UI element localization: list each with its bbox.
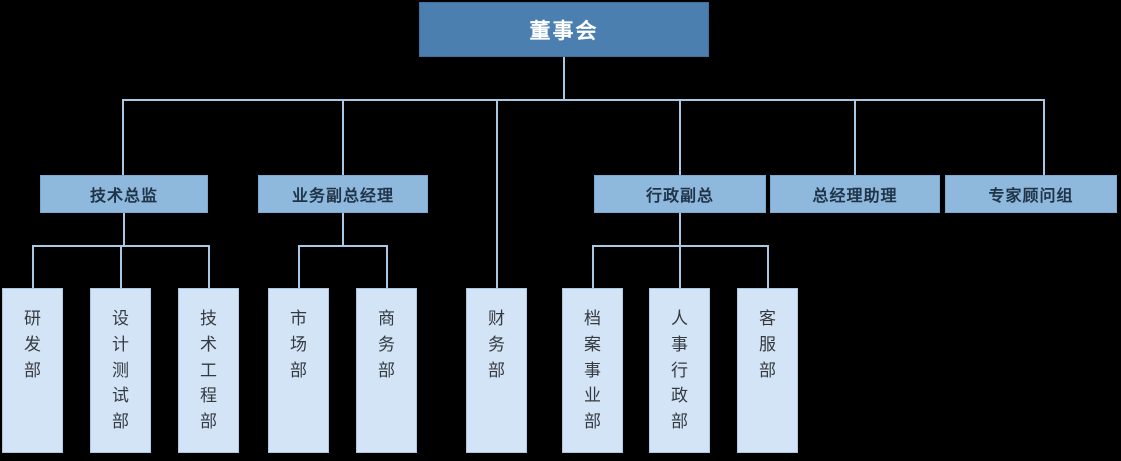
connector-drop-business-vp xyxy=(342,99,344,175)
node-archive-div-label: 档案事业部 xyxy=(584,309,601,433)
node-service-dept[interactable]: 客服部 xyxy=(737,288,798,453)
node-rd-dept-label: 研发部 xyxy=(24,309,41,381)
connector-drop-tech-director xyxy=(122,99,124,175)
node-market-dept[interactable]: 市场部 xyxy=(268,288,329,453)
connector-drop-expert-group xyxy=(1043,99,1045,175)
node-design-test-dept-label: 设计测试部 xyxy=(112,309,129,433)
connector-drop-finance-dept xyxy=(496,99,498,288)
node-archive-div[interactable]: 档案事业部 xyxy=(562,288,623,453)
connector-business-vp-bus xyxy=(298,245,388,247)
node-business-vp-label: 业务副总经理 xyxy=(291,186,394,205)
connector-drop-rd-dept xyxy=(32,245,34,288)
connector-board-stem xyxy=(563,57,565,100)
connector-business-vp-stem xyxy=(342,213,344,246)
node-admin-vp[interactable]: 行政副总 xyxy=(594,175,766,213)
connector-drop-commerce-dept xyxy=(386,245,388,288)
node-tech-eng-dept-label: 技术工程部 xyxy=(200,309,217,433)
node-hr-admin-dept[interactable]: 人事行政部 xyxy=(649,288,710,453)
node-board-label: 董事会 xyxy=(529,18,599,43)
node-expert-group-label: 专家顾问组 xyxy=(988,186,1074,205)
node-admin-vp-label: 行政副总 xyxy=(645,186,714,205)
connector-drop-hr-admin-dept xyxy=(679,245,681,288)
connector-drop-market-dept xyxy=(298,245,300,288)
node-tech-eng-dept[interactable]: 技术工程部 xyxy=(178,288,239,453)
node-gm-assistant-label: 总经理助理 xyxy=(812,186,898,205)
node-service-dept-label: 客服部 xyxy=(759,309,776,381)
node-commerce-dept[interactable]: 商务部 xyxy=(356,288,417,453)
node-business-vp[interactable]: 业务副总经理 xyxy=(258,175,428,213)
node-design-test-dept[interactable]: 设计测试部 xyxy=(90,288,151,453)
connector-tech-director-stem xyxy=(123,213,125,246)
node-gm-assistant[interactable]: 总经理助理 xyxy=(770,175,940,213)
node-finance-dept[interactable]: 财务部 xyxy=(466,288,527,453)
node-rd-dept[interactable]: 研发部 xyxy=(2,288,63,453)
connector-admin-vp-stem xyxy=(679,213,681,246)
node-finance-dept-label: 财务部 xyxy=(488,309,505,381)
node-tech-director[interactable]: 技术总监 xyxy=(40,175,208,213)
connector-drop-admin-vp xyxy=(679,99,681,175)
node-market-dept-label: 市场部 xyxy=(290,309,307,381)
node-board[interactable]: 董事会 xyxy=(419,2,709,57)
connector-drop-tech-eng-dept xyxy=(208,245,210,288)
connector-drop-archive-div xyxy=(592,245,594,288)
node-commerce-dept-label: 商务部 xyxy=(378,309,395,381)
connector-level2-bus xyxy=(122,99,1045,101)
node-tech-director-label: 技术总监 xyxy=(89,186,158,205)
connector-drop-service-dept xyxy=(767,245,769,288)
connector-drop-gm-assistant xyxy=(854,99,856,175)
node-expert-group[interactable]: 专家顾问组 xyxy=(945,175,1117,213)
node-hr-admin-dept-label: 人事行政部 xyxy=(671,309,688,433)
connector-drop-design-test-dept xyxy=(120,245,122,288)
